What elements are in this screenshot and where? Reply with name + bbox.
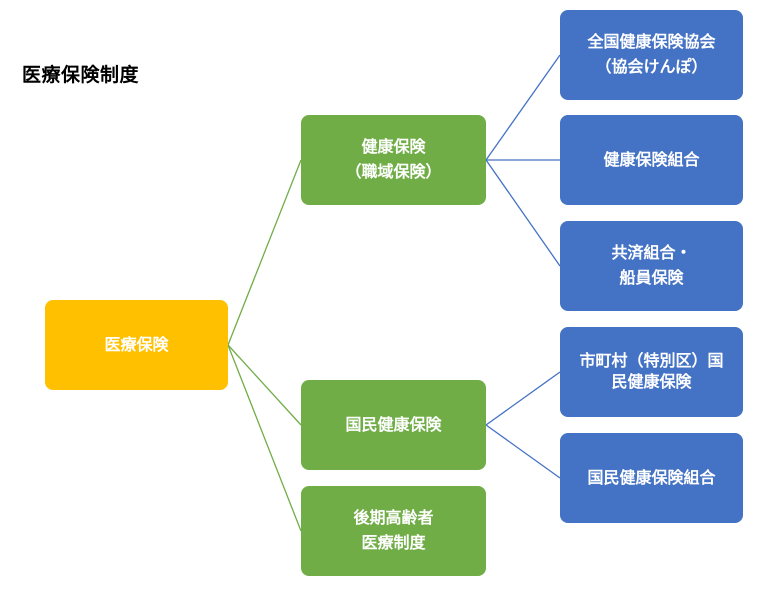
root-node-medical-insurance: 医療保険 bbox=[45, 300, 228, 390]
node-nhi-union-label: 国民健康保険組合 bbox=[587, 467, 716, 487]
node-mutual-aid-line2: 船員保険 bbox=[619, 268, 684, 287]
node-nhi-union: 国民健康保険組合 bbox=[560, 433, 743, 523]
connector-employee-kyokai bbox=[485, 54, 561, 161]
node-municipal-nhi: 市町村（特別区）国 民健康保険 bbox=[560, 327, 743, 417]
connector-national-municipal bbox=[485, 371, 561, 426]
node-late-elderly-line2: 医療制度 bbox=[361, 533, 426, 552]
node-health-insurance-union: 健康保険組合 bbox=[560, 115, 743, 205]
connector-national-union bbox=[485, 424, 561, 479]
node-late-elderly-line1: 後期高齢者 bbox=[353, 508, 434, 528]
node-health-insurance-line1: 健康保険 bbox=[361, 137, 426, 157]
connector-employee-kyosai bbox=[485, 159, 561, 267]
connector-root-employee bbox=[227, 159, 302, 346]
node-health-insurance-union-label: 健康保険組合 bbox=[603, 149, 700, 169]
node-kyokai-kenpo: 全国健康保険協会 （協会けんぽ） bbox=[560, 10, 743, 100]
node-kyokai-line2: （協会けんぽ） bbox=[595, 57, 708, 76]
node-late-elderly-medical: 後期高齢者 医療制度 bbox=[301, 486, 486, 576]
node-mutual-aid-line1: 共済組合・ bbox=[611, 243, 692, 263]
node-mutual-aid-seamen: 共済組合・ 船員保険 bbox=[560, 221, 743, 311]
node-national-health-insurance: 国民健康保険 bbox=[301, 380, 486, 470]
node-municipal-line1: 市町村（特別区）国 bbox=[579, 351, 724, 371]
node-municipal-line2: 民健康保険 bbox=[611, 372, 692, 391]
node-health-insurance-line2: （職域保険） bbox=[345, 162, 442, 181]
connector-root-national bbox=[227, 344, 302, 426]
node-health-insurance: 健康保険 （職域保険） bbox=[301, 115, 486, 205]
node-national-health-insurance-label: 国民健康保険 bbox=[345, 414, 442, 434]
connector-root-elderly bbox=[227, 344, 302, 532]
node-kyokai-line1: 全国健康保険協会 bbox=[587, 32, 716, 52]
root-node-label: 医療保険 bbox=[104, 334, 169, 354]
page-title: 医療保険制度 bbox=[22, 64, 140, 86]
